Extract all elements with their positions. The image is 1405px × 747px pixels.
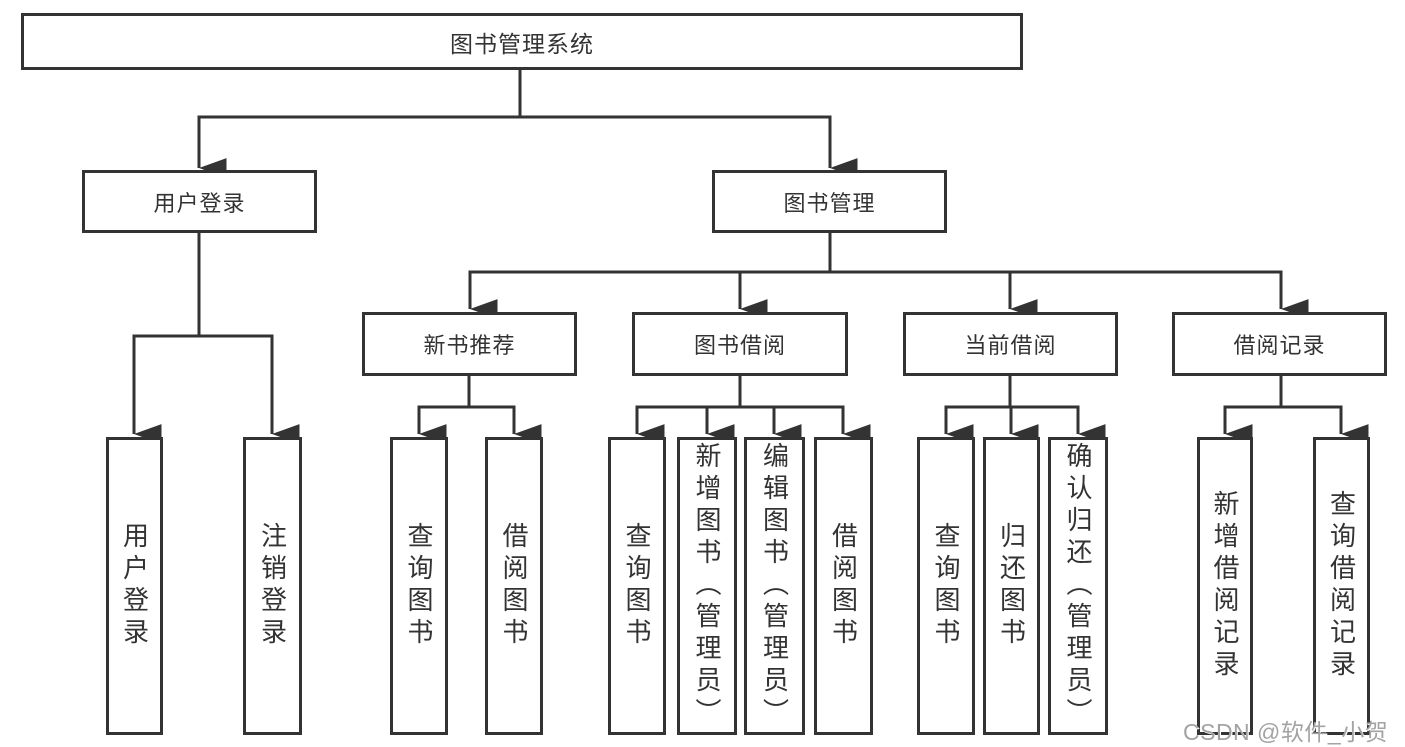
leaf-return-books: 归还图书 — [983, 437, 1040, 735]
leaf-borrow-books-2: 借阅图书 — [814, 437, 873, 735]
node-borrow-records-label: 借阅记录 — [1233, 333, 1326, 358]
leaf-query-books-3: 查询图书 — [917, 437, 975, 735]
leaf-edit-books-admin-label: 编辑图书（管理员） — [759, 442, 790, 730]
leaf-logout: 注销登录 — [243, 437, 302, 735]
leaf-query-books-1-label: 查询图书 — [404, 522, 434, 650]
leaf-add-books-admin: 新增图书（管理员） — [677, 437, 737, 735]
leaf-query-borrow-record: 查询借阅记录 — [1313, 437, 1370, 735]
node-new-book-recommend: 新书推荐 — [362, 312, 577, 376]
leaf-confirm-return-admin: 确认归还（管理员） — [1048, 437, 1108, 735]
leaf-query-books-2: 查询图书 — [608, 437, 666, 735]
node-book-management: 图书管理 — [712, 170, 947, 233]
leaf-add-books-admin-label: 新增图书（管理员） — [692, 442, 722, 730]
leaf-borrow-books-1: 借阅图书 — [485, 437, 543, 735]
leaf-borrow-books-1-label: 借阅图书 — [499, 522, 529, 650]
node-book-borrow-label: 图书借阅 — [693, 333, 786, 358]
leaf-borrow-books-2-label: 借阅图书 — [828, 522, 859, 650]
node-book-management-label: 图书管理 — [783, 190, 876, 216]
node-user-login-label: 用户登录 — [153, 190, 246, 216]
leaf-user-login-label: 用户登录 — [119, 522, 150, 650]
leaf-confirm-return-admin-label: 确认归还（管理员） — [1063, 442, 1093, 730]
node-current-borrow: 当前借阅 — [903, 312, 1118, 376]
node-borrow-records: 借阅记录 — [1172, 312, 1387, 376]
leaf-edit-books-admin: 编辑图书（管理员） — [744, 437, 805, 735]
node-user-login: 用户登录 — [82, 170, 317, 233]
node-new-book-recommend-label: 新书推荐 — [423, 333, 516, 358]
leaf-query-books-2-label: 查询图书 — [622, 522, 652, 650]
node-book-borrow: 图书借阅 — [632, 312, 848, 376]
node-current-borrow-label: 当前借阅 — [964, 333, 1057, 358]
leaf-add-borrow-record: 新增借阅记录 — [1197, 437, 1253, 735]
leaf-add-borrow-record-label: 新增借阅记录 — [1210, 490, 1240, 682]
node-root: 图书管理系统 — [21, 13, 1023, 70]
watermark: CSDN @软件_小贺同学 — [1183, 719, 1389, 745]
leaf-logout-label: 注销登录 — [257, 522, 288, 650]
leaf-return-books-label: 归还图书 — [996, 522, 1027, 650]
leaf-query-books-1: 查询图书 — [390, 437, 448, 735]
leaf-query-books-3-label: 查询图书 — [931, 522, 961, 650]
leaf-query-borrow-record-label: 查询借阅记录 — [1326, 490, 1357, 682]
leaf-user-login: 用户登录 — [106, 437, 163, 735]
node-root-label: 图书管理系统 — [450, 30, 594, 57]
